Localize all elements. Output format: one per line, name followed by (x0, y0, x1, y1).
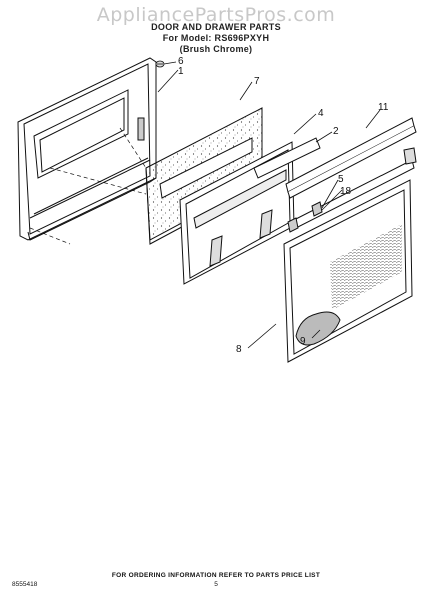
callout-11: 11 (378, 102, 389, 113)
callout-4: 4 (318, 108, 324, 119)
variant-line: (Brush Chrome) (179, 44, 253, 54)
glass-strip (253, 137, 321, 179)
assembly-guide-lines (29, 127, 147, 245)
callout-18: 18 (340, 186, 352, 197)
callout-5: 5 (338, 174, 344, 185)
callout-7: 7 (254, 76, 260, 87)
document-number: 8555418 (12, 581, 38, 588)
door-outer-frame (17, 57, 157, 241)
callout-1: 1 (178, 66, 184, 77)
screw-part (155, 60, 165, 68)
watermark: AppliancePartsPros.com (96, 4, 336, 26)
callout-labels: 1 2 4 5 6 7 8 9 11 18 (178, 56, 389, 355)
page-number: 5 (214, 581, 218, 588)
diagram-title: DOOR AND DRAWER PARTS (151, 22, 281, 32)
diagram-header: DOOR AND DRAWER PARTS For Model: RS696PX… (0, 8, 432, 55)
callout-9: 9 (300, 336, 306, 347)
door-handle (285, 117, 417, 199)
callout-8: 8 (236, 344, 242, 355)
insulation-panel (145, 107, 263, 245)
trim-bar (287, 147, 417, 233)
callout-2: 2 (333, 126, 339, 137)
callout-6: 6 (178, 56, 184, 67)
model-line: For Model: RS696PXYH (162, 33, 270, 43)
ordering-note: FOR ORDERING INFORMATION REFER TO PARTS … (111, 572, 321, 579)
leader-lines (157, 61, 381, 349)
outer-door-panel (283, 179, 413, 363)
